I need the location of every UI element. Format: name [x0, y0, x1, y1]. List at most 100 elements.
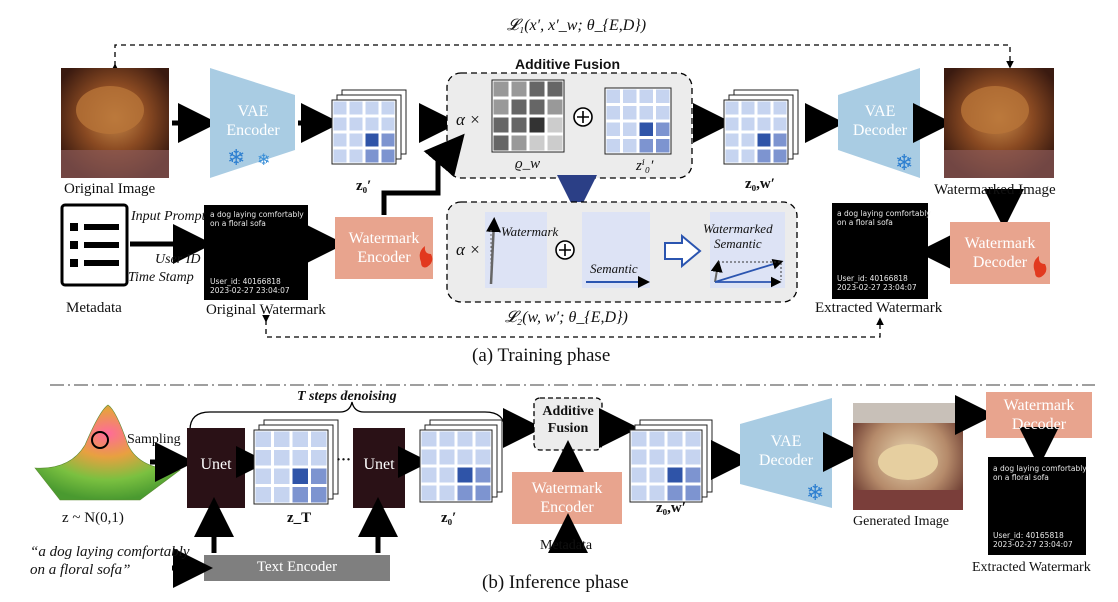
grid-cell: [631, 431, 647, 447]
grid-cell: [333, 133, 347, 147]
sampling-label: Sampling: [127, 432, 181, 447]
grid-cell: [649, 449, 665, 465]
grid-cell: [511, 117, 527, 133]
grid-cell: [439, 449, 455, 465]
z0-latent-grid: [331, 89, 407, 165]
grid-cell: [511, 99, 527, 115]
grid-cell: [773, 149, 787, 163]
grid-cell: [333, 117, 347, 131]
grid-cell: [529, 81, 545, 97]
grid-cell: [757, 133, 771, 147]
wm-line2: on a floral sofa: [837, 218, 893, 227]
grid-cell: [457, 467, 473, 483]
watermarked-semantic-label: Watermarked Semantic: [703, 221, 773, 251]
loss2-label: 𝓛₂(w, w′; θ_{E,D}): [505, 309, 628, 326]
wm-text-extracted-top: a dog laying comfortably on a floral sof…: [837, 209, 931, 227]
prompt-text: “a dog laying comfortably on a floral so…: [30, 544, 190, 578]
grid-cell: [457, 431, 473, 447]
grid-cell: [292, 450, 308, 466]
grid-cell: [547, 81, 563, 97]
t-steps-label: T steps denoising: [297, 389, 397, 404]
grid-cell: [381, 117, 395, 131]
grid-cell: [475, 467, 491, 483]
zT-latent-grid: [253, 419, 339, 505]
rho-watermark-grid: [491, 79, 565, 153]
grid-cell: [311, 450, 327, 466]
grid-cell: [773, 101, 787, 115]
grid-cell: [333, 101, 347, 115]
loss1-line: [111, 44, 1014, 72]
metadata-label: Metadata: [66, 300, 122, 316]
original-watermark-label: Original Watermark: [206, 302, 326, 318]
grid-cell: [685, 485, 701, 501]
grid-cell: [349, 133, 363, 147]
watermark-encoder-label-b: Watermark Encoder: [531, 480, 603, 516]
additive-fusion-small-label: Additive Fusion: [542, 404, 594, 436]
grid-cell: [292, 431, 308, 447]
grid-cell: [741, 149, 755, 163]
grid-cell: [606, 139, 620, 153]
wm-meta-extracted-bottom: User_id: 40165818 2023-02-27 23:04:07: [993, 531, 1073, 549]
metadata-bottom-label: Metadata: [540, 538, 593, 553]
generated-image-label: Generated Image: [853, 514, 949, 529]
fire-icon: [419, 246, 433, 268]
grid-cell: [639, 122, 653, 136]
grid-cell: [649, 467, 665, 483]
arrow-encoder-fusion: [381, 160, 441, 215]
unet-label-1: Unet: [200, 456, 232, 473]
grid-cell: [311, 431, 327, 447]
grid-cell: [649, 485, 665, 501]
grid-cell: [631, 467, 647, 483]
unet-block-1: [187, 428, 245, 508]
grid-cell: [311, 487, 327, 503]
grid-cell: [606, 89, 620, 103]
z0w-bottom-grid: [629, 419, 713, 503]
wm-time: 2023-02-27 23:04:07: [993, 540, 1073, 549]
inference-phase-caption: (b) Inference phase: [482, 572, 629, 593]
grid-cell: [511, 135, 527, 151]
grid-cell: [639, 89, 653, 103]
grid-cell: [274, 450, 290, 466]
grid-cell: [365, 117, 379, 131]
grid-cell: [623, 139, 637, 153]
vae-decoder-label-b: VAE Decoder: [758, 433, 814, 469]
wm-line1: a dog laying comfortably: [993, 464, 1087, 473]
training-phase-caption: (a) Training phase: [472, 345, 611, 366]
extracted-watermark-label: Extracted Watermark: [815, 300, 943, 316]
grid-cell: [649, 431, 665, 447]
ws-dash: [718, 261, 782, 280]
grid-cell: [475, 431, 491, 447]
vae-encoder-label: VAE Encoder: [226, 103, 280, 139]
watermarked-image: [944, 68, 1054, 178]
hollow-arrow: [664, 233, 702, 269]
fire-icon: [1033, 256, 1047, 278]
grid-cell: [685, 431, 701, 447]
extracted-watermark-image-bottom: [988, 457, 1086, 555]
wm-meta-orig: User_id: 40166818 2023-02-27 23:04:07: [210, 277, 290, 295]
vae-decoder: [838, 68, 920, 178]
grid-cell: [639, 106, 653, 120]
additive-fusion-title: Additive Fusion: [515, 56, 620, 72]
plus-sign-1: [577, 111, 589, 123]
grid-cell: [493, 117, 509, 133]
arrow-encoder-fusion-head: [423, 133, 465, 178]
watermark-decoder-label: Watermark Decoder: [964, 235, 1036, 271]
rho-label: ϱ_w: [515, 156, 541, 172]
ws-watermark-vector: [710, 260, 723, 283]
grid-cell: [529, 135, 545, 151]
grid-cell: [656, 139, 670, 153]
alpha-label: α ×: [456, 110, 481, 129]
snowflake-icon: ❄: [895, 150, 913, 175]
grid-cell: [667, 467, 683, 483]
time-stamp-label: Time Stamp: [128, 270, 194, 285]
noise-label: z ~ N(0,1): [62, 510, 124, 526]
wm-user: User_id: 40166818: [837, 274, 908, 283]
grid-cell: [757, 117, 771, 131]
grid-cell: [667, 449, 683, 465]
zi0-label: zⁱ₀′: [636, 158, 654, 174]
grid-cell: [311, 468, 327, 484]
z0-bottom-grid: [419, 419, 503, 503]
wm-user: User_id: 40166818: [210, 277, 281, 286]
grid-cell: [365, 101, 379, 115]
